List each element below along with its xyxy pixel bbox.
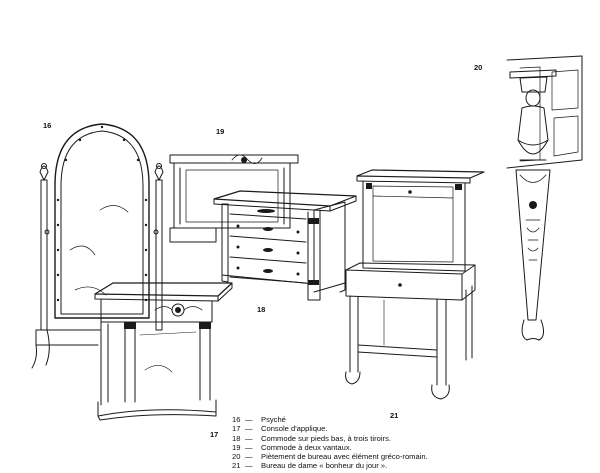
figure-number-18: 18	[257, 305, 266, 314]
greco-roman-desk-leg-drawing	[506, 55, 583, 341]
caption-number: 16	[232, 415, 241, 424]
figure-number-19: 19	[216, 127, 225, 136]
caption-dash: —	[245, 452, 253, 462]
caption-legend: 16 — Psyché 17 — Console d'applique. 18 — Comm…	[232, 415, 428, 471]
figure-number-16: 16	[43, 121, 52, 130]
caption-text: Commode à deux vantaux.	[261, 442, 352, 452]
caption-row: 17 — Console d'applique.	[232, 424, 428, 433]
caption-number: 21	[232, 461, 241, 471]
caption-text: Console d'applique.	[261, 424, 328, 434]
caption-text: Psyché	[261, 415, 286, 424]
caption-dash: —	[245, 433, 253, 443]
figure-number-20: 20	[474, 63, 483, 72]
caption-text: Bureau de dame « bonheur du jour ».	[261, 461, 388, 471]
caption-row: 19 — Commode à deux vantaux.	[232, 443, 428, 452]
caption-text: Piètement de bureau avec élément gréco-r…	[261, 452, 428, 462]
psyche-mirror-drawing	[31, 123, 164, 369]
caption-number: 20	[232, 452, 241, 462]
caption-text: Commode sur pieds bas, à trois tiroirs.	[261, 433, 391, 443]
caption-dash: —	[245, 415, 253, 424]
ladies-desk-drawing	[345, 169, 485, 400]
figure-number-21: 21	[390, 411, 399, 420]
caption-dash: —	[245, 424, 253, 434]
caption-dash: —	[245, 442, 253, 452]
console-drawing	[94, 282, 233, 421]
caption-row: 20 — Piètement de bureau avec élément gréc…	[232, 452, 428, 461]
figure-number-17: 17	[210, 430, 219, 439]
caption-number: 19	[232, 442, 241, 452]
caption-row: 21 — Bureau de dame « bonheur du jour ».	[232, 461, 428, 470]
caption-dash: —	[245, 461, 253, 471]
caption-row: 16 — Psyché	[232, 415, 428, 424]
caption-number: 17	[232, 424, 241, 434]
caption-number: 18	[232, 433, 241, 443]
commode-two-doors-drawing	[169, 154, 299, 243]
commode-three-drawers-drawing	[213, 190, 357, 301]
caption-row: 18 — Commode sur pieds bas, à trois tiroir…	[232, 434, 428, 443]
